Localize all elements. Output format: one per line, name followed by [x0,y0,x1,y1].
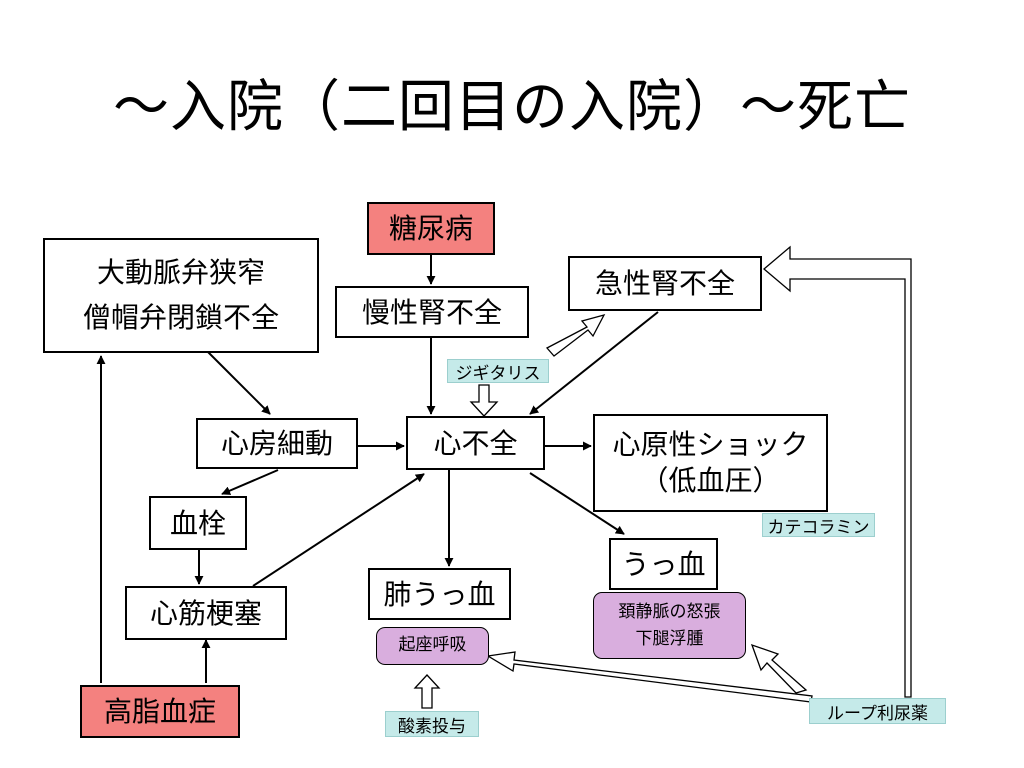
cardiogenic-shock-line1: 心原性ショック [612,427,809,461]
congestion-signs-line2: 下腿浮腫 [635,628,704,649]
thrombus-label: 血栓 [169,506,226,540]
valve-disease-line2: 僧帽弁閉鎖不全 [82,300,279,334]
myocardial-infarction-label: 心筋梗塞 [149,596,262,630]
chronic-renal-failure-box: 慢性腎不全 [335,286,529,338]
congestion-label: うっ血 [621,547,706,581]
arrow-af-to-thrombus [221,469,279,495]
atrial-fibrillation-box: 心房細動 [196,418,358,469]
loop-diuretic-label: ループ利尿薬 [827,703,928,724]
orthopnea-box: 起座呼吸 [376,627,489,665]
cardiogenic-shock-line2: （低血圧） [640,464,781,497]
heart-failure-box: 心不全 [406,416,545,470]
congestion-signs-box: 頚静脈の怒張 下腿浮腫 [593,592,746,659]
hollow-arrow-digitalis-down [469,384,499,417]
diabetes-label: 糖尿病 [388,212,473,245]
heart-failure-label: 心不全 [433,426,518,460]
cardiogenic-shock-box: 心原性ショック （低血圧） [593,414,828,512]
arrow-mi-to-heart-failure [252,473,425,587]
congestion-box: うっ血 [609,538,718,590]
orthopnea-label: 起座呼吸 [398,635,467,656]
catecholamine-tag: カテコラミン [762,513,875,538]
myocardial-infarction-box: 心筋梗塞 [125,586,287,640]
pulmonary-congestion-box: 肺うっ血 [368,568,511,620]
pulmonary-congestion-label: 肺うっ血 [383,577,496,611]
thrombus-box: 血栓 [149,496,247,550]
hyperlipidemia-label: 高脂血症 [103,695,216,728]
digitalis-tag: ジギタリス [447,359,549,384]
arrow-acute-renal-to-heart-failure [529,311,659,415]
acute-renal-failure-label: 急性腎不全 [594,267,735,300]
arrow-valve-to-af [207,351,271,415]
acute-renal-failure-box: 急性腎不全 [568,256,762,311]
chronic-renal-failure-label: 慢性腎不全 [361,295,502,329]
congestion-signs-line1: 頚静脈の怒張 [618,602,721,623]
page-title: ～入院（二回目の入院）～死亡 [113,75,911,140]
valve-disease-box: 大動脈弁狭窄 僧帽弁閉鎖不全 [43,238,319,353]
atrial-fibrillation-label: 心房細動 [220,427,333,460]
hollow-arrow-oxygen-up [413,674,441,709]
digitalis-label: ジギタリス [455,363,541,384]
hollow-arrow-loop-diuretic-to-congestion-signs [750,643,808,694]
valve-disease-line1: 大動脈弁狭窄 [96,255,265,289]
oxygen-label: 酸素投与 [398,716,466,737]
hollow-arrow-digitalis-up [545,313,606,357]
oxygen-tag: 酸素投与 [385,711,479,737]
hollow-arrow-loop-diuretic-to-orthopnea [486,651,813,703]
diabetes-box: 糖尿病 [367,202,495,255]
catecholamine-label: カテコラミン [767,517,870,538]
hyperlipidemia-box: 高脂血症 [80,685,240,738]
hollow-arrow-loop-diuretic-to-acute-renal [762,245,912,698]
arrow-heart-failure-to-congestion [529,472,625,535]
loop-diuretic-tag: ループ利尿薬 [809,698,946,724]
